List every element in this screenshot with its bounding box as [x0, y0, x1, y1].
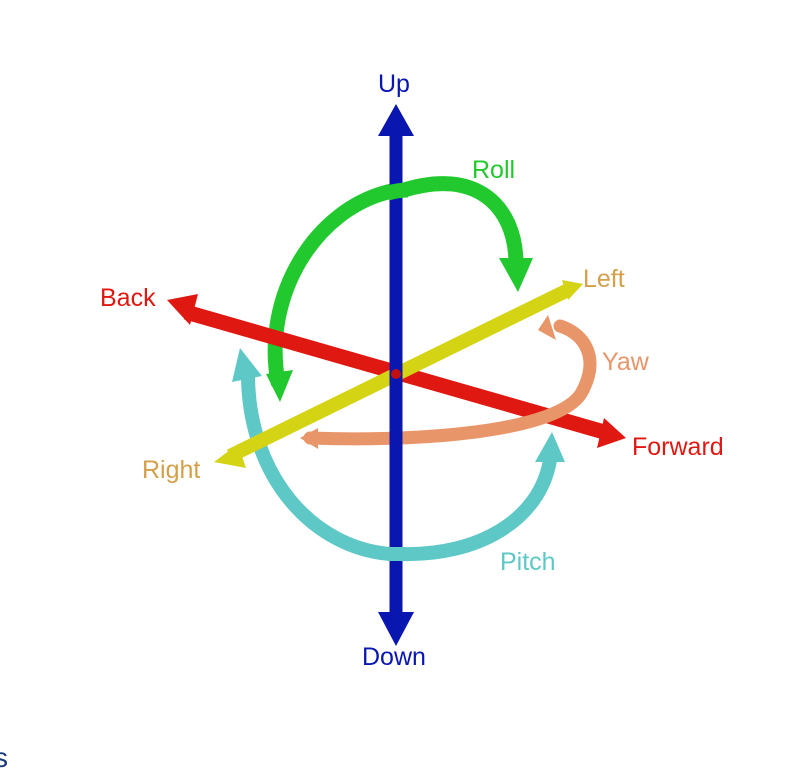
arrowhead-back-icon	[167, 294, 198, 325]
pitch-rotation-arrow	[232, 348, 565, 562]
yaw-arrowhead-left-icon	[300, 428, 318, 449]
label-left: Left	[583, 265, 625, 293]
roll-arc-front-overlap	[385, 182, 409, 201]
label-pitch: Pitch	[500, 548, 556, 576]
pitch-arc-left	[241, 371, 397, 561]
label-forward: Forward	[632, 433, 724, 461]
label-up: Up	[378, 70, 410, 98]
label-back: Back	[100, 284, 156, 312]
cropped-text: s	[0, 742, 8, 773]
roll-arc-back	[267, 183, 400, 390]
pitch-arrowhead-icon	[535, 432, 565, 462]
axis-origin	[391, 369, 401, 379]
roll-arrowhead-icon	[499, 258, 533, 292]
arrowhead-up-icon	[378, 104, 414, 136]
label-roll: Roll	[472, 156, 515, 184]
label-yaw: Yaw	[602, 348, 650, 376]
arrowhead-right-icon	[214, 444, 246, 468]
roll-rotation-arrow	[266, 176, 533, 402]
yaw-arrowhead-icon	[538, 315, 556, 340]
roll-arrowhead-left-icon	[266, 370, 293, 402]
arrowhead-left-icon	[562, 280, 583, 300]
label-down: Down	[362, 643, 426, 671]
pitch-arc-right	[395, 453, 557, 562]
label-right: Right	[142, 456, 200, 484]
roll-arc-front	[396, 176, 524, 270]
pitch-arrowhead-top-icon	[232, 348, 262, 382]
arrowhead-down-icon	[378, 612, 414, 646]
arrowhead-forward-icon	[597, 418, 626, 448]
